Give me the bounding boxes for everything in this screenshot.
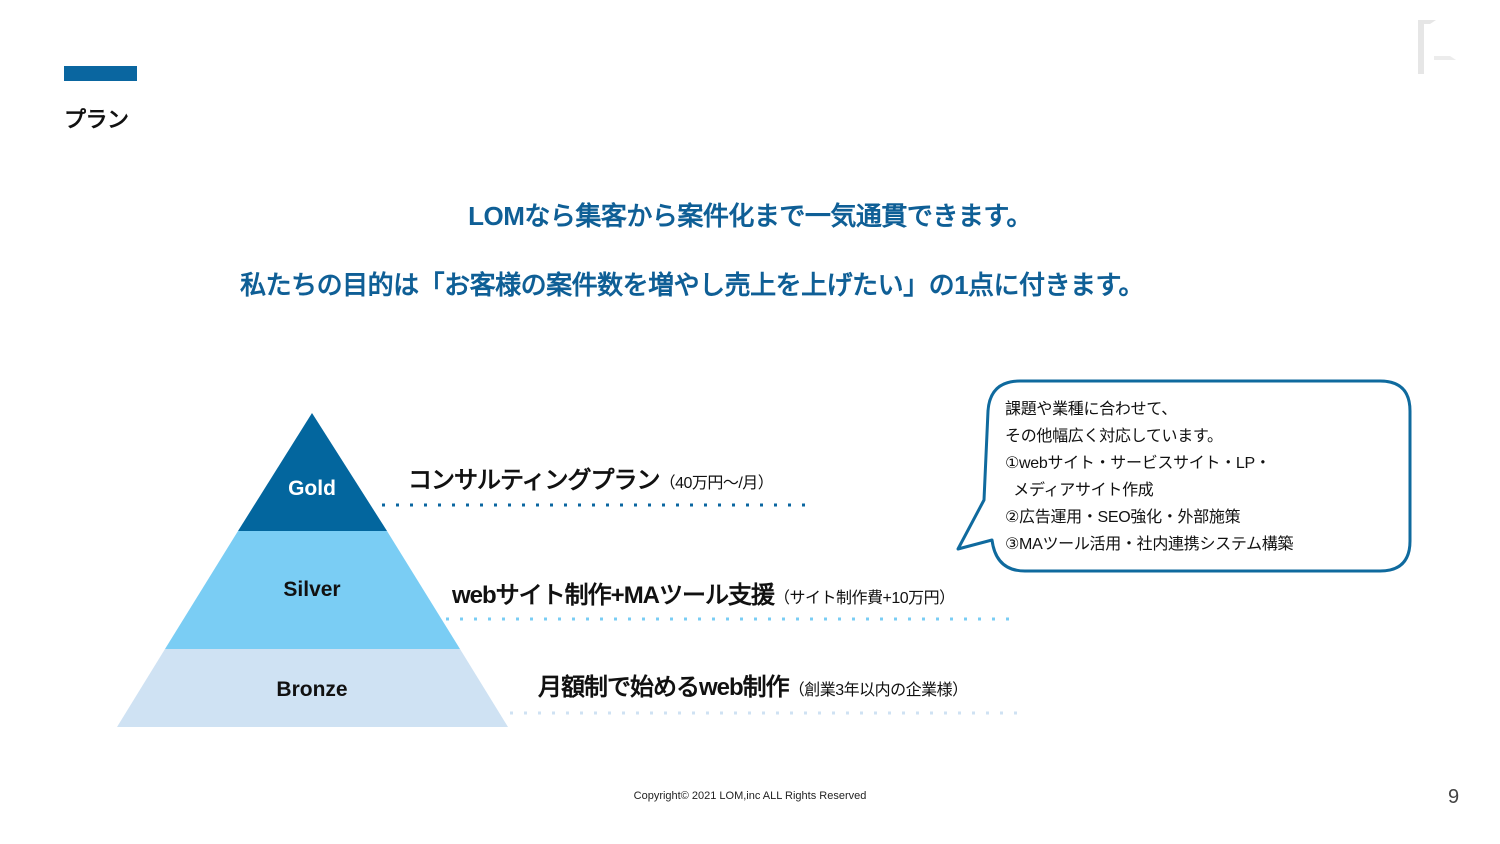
callout-line: メディアサイト作成 bbox=[1005, 482, 1154, 499]
plan-silver-note: （サイト制作費+10万円） bbox=[774, 590, 955, 607]
plan-gold-note: （40万円～/月） bbox=[659, 475, 774, 492]
copyright-footer: Copyright© 2021 LOM,inc ALL Rights Reser… bbox=[633, 790, 867, 802]
tier-label-gold: Gold bbox=[288, 477, 336, 500]
plan-bronze-description: 月額制で始めるweb制作（創業3年以内の企業様） bbox=[538, 667, 968, 702]
plan-bronze-note: （創業3年以内の企業様） bbox=[788, 682, 968, 699]
page-number: 9 bbox=[1448, 786, 1460, 808]
pyramid-tier-gold bbox=[238, 413, 387, 531]
title-accent-bar bbox=[64, 66, 137, 81]
callout-line: ②広告運用・SEO強化・外部施策 bbox=[1005, 509, 1241, 526]
page-title: プラン bbox=[64, 107, 129, 132]
tier-label-silver: Silver bbox=[283, 578, 341, 601]
tier-label-bronze: Bronze bbox=[276, 678, 348, 701]
callout-line: 課題や業種に合わせて、 bbox=[1005, 401, 1177, 418]
plan-gold-description: コンサルティングプラン（40万円～/月） bbox=[408, 460, 774, 495]
headline-primary: LOMなら集客から案件化まで一気通貫できます。 bbox=[468, 201, 1032, 231]
plan-silver-name: webサイト制作+MAツール支援 bbox=[452, 582, 775, 609]
plan-gold-name: コンサルティングプラン bbox=[408, 467, 661, 494]
callout-line: ③MAツール活用・社内連携システム構築 bbox=[1005, 536, 1294, 553]
plan-bronze-name: 月額制で始めるweb制作 bbox=[538, 674, 790, 701]
logo-icon bbox=[1418, 20, 1456, 74]
callout-text: 課題や業種に合わせて、その他幅広く対応しています。 ①webサイト・サービスサイト… bbox=[1005, 396, 1293, 558]
callout-line: ①webサイト・サービスサイト・LP・ bbox=[1005, 455, 1271, 472]
headline-secondary: 私たちの目的は「お客様の案件数を増やし売上を上げたい」の1点に付きます。 bbox=[240, 270, 1144, 300]
callout-line: その他幅広く対応しています。 bbox=[1005, 428, 1223, 445]
plan-silver-description: webサイト制作+MAツール支援（サイト制作費+10万円） bbox=[452, 575, 955, 610]
